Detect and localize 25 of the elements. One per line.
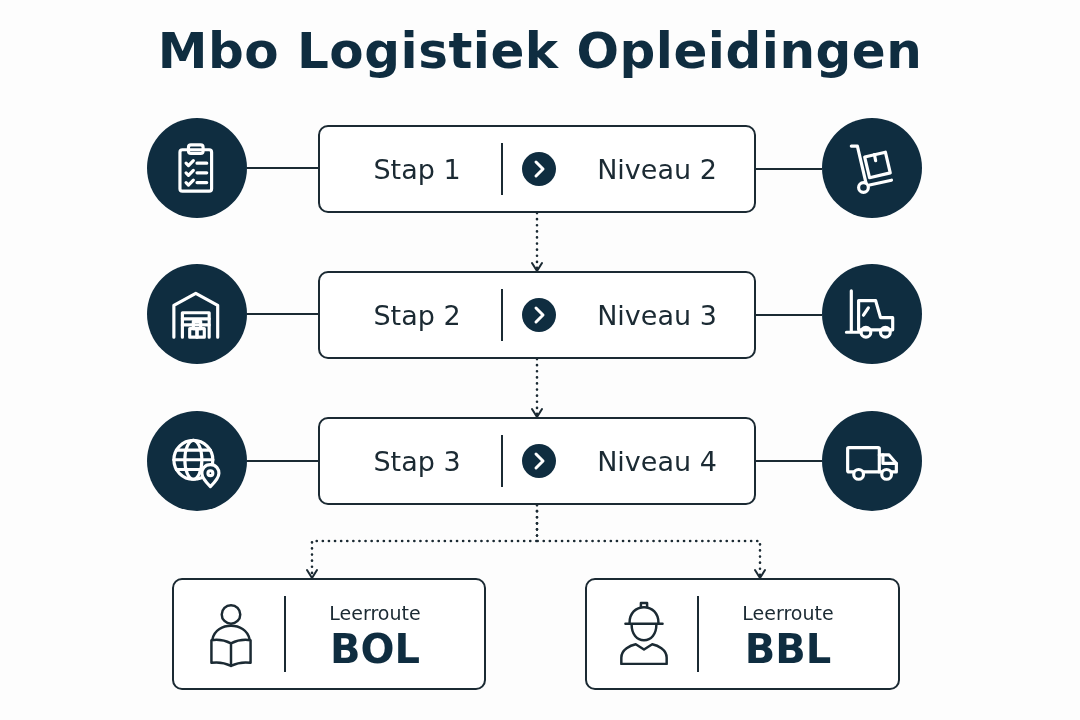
route-name: BBL: [744, 626, 832, 672]
learning-route-box: [172, 578, 486, 690]
connector-line: [246, 460, 319, 462]
step-box: [318, 125, 756, 213]
dotted-arrow: [531, 211, 543, 273]
step-box: [318, 271, 756, 359]
connector-line: [755, 314, 823, 316]
step-box: [318, 417, 756, 505]
connector-line: [755, 460, 823, 462]
connector-line: [246, 313, 319, 315]
connector-line: [246, 167, 319, 169]
connector-line: [755, 168, 823, 170]
route-label: Leerroute: [329, 602, 421, 624]
step-label: Stap 3: [373, 445, 461, 477]
route-name: BOL: [330, 626, 420, 672]
level-label: Niveau 4: [597, 445, 717, 477]
dotted-arrow: [531, 357, 543, 419]
title: Mbo Logistiek Opleidingen: [156, 22, 924, 80]
step-label: Stap 1: [373, 153, 461, 185]
step-label: Stap 2: [373, 299, 461, 331]
route-label: Leerroute: [742, 602, 834, 624]
level-label: Niveau 3: [597, 299, 717, 331]
learning-route-box: [585, 578, 900, 690]
level-label: Niveau 2: [597, 153, 717, 185]
dotted-arrow: [535, 503, 766, 580]
